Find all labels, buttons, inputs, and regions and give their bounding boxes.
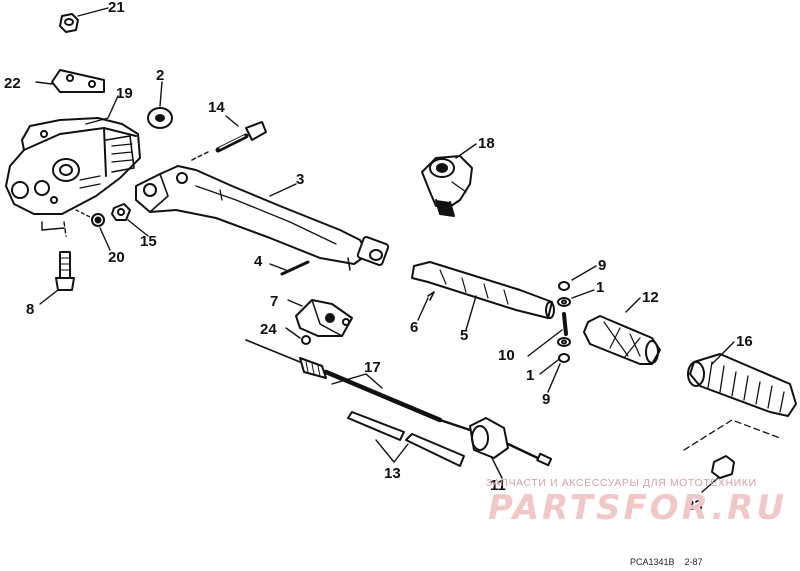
part-bolt-14 — [189, 121, 267, 162]
callout-21: 21 — [108, 0, 125, 16]
callout-7: 7 — [270, 293, 278, 310]
callout-16: 16 — [736, 333, 753, 350]
callout-4: 4 — [254, 253, 263, 270]
part-ferrule-11 — [469, 417, 553, 467]
part-washer-2 — [147, 107, 173, 129]
watermark-caption: ЗАПЧАСТИ И АКСЕССУАРЫ ДЛЯ МОТОТЕХНИКИ — [486, 477, 757, 489]
callout-13: 13 — [384, 465, 401, 482]
leader-lines — [35, 7, 735, 493]
callout-1-lower: 1 — [526, 367, 534, 384]
callout-5: 5 — [460, 327, 468, 344]
part-arm-3 — [135, 165, 390, 271]
part-sleeves-13 — [347, 411, 465, 467]
drawing-num: 2-87 — [684, 557, 703, 567]
callout-2: 2 — [156, 67, 164, 84]
part-housing-19 — [5, 117, 141, 215]
callout-12: 12 — [642, 289, 659, 306]
part-pin-4 — [280, 260, 310, 276]
callout-22: 22 — [4, 75, 21, 92]
callout-23: 23 — [686, 497, 703, 514]
callout-6: 6 — [410, 319, 418, 336]
callout-10: 10 — [498, 347, 515, 364]
part-inner-grip-12 — [583, 315, 661, 365]
part-shaft-5 — [411, 261, 555, 319]
callout-19: 19 — [116, 85, 133, 102]
callout-24: 24 — [260, 321, 277, 338]
part-nut-21 — [59, 13, 79, 33]
part-grip-16 — [687, 353, 797, 417]
callout-15: 15 — [140, 233, 157, 250]
watermark-site: PARTSFOR.RU — [488, 488, 788, 528]
callout-14: 14 — [208, 99, 225, 116]
callout-3: 3 — [296, 171, 304, 188]
callout-9-upper: 9 — [598, 257, 606, 274]
drawing-code: PCA1341B 2-87 — [630, 557, 713, 567]
part-cap-23 — [683, 419, 781, 479]
drawing-ref: PCA1341B — [630, 557, 675, 567]
part-screw-20 — [75, 209, 105, 227]
callout-8: 8 — [26, 301, 34, 318]
part-cam-18 — [421, 155, 473, 217]
part-spring-6 — [427, 291, 435, 301]
callout-1-upper: 1 — [596, 279, 604, 296]
part-plate-22 — [51, 69, 105, 93]
part-screw-24 — [301, 335, 311, 345]
part-nut-15 — [111, 203, 131, 221]
part-bolt-8 — [41, 221, 75, 291]
part-small-hardware — [557, 281, 571, 363]
callout-11: 11 — [490, 477, 506, 494]
callout-20: 20 — [108, 249, 125, 266]
callout-17: 17 — [364, 359, 381, 376]
callout-numbers: 21 22 19 2 14 3 18 20 15 8 4 9 1 12 7 6 … — [4, 0, 753, 514]
callout-18: 18 — [478, 135, 495, 152]
callout-9-lower: 9 — [542, 391, 550, 408]
part-bracket-7 — [295, 299, 353, 337]
